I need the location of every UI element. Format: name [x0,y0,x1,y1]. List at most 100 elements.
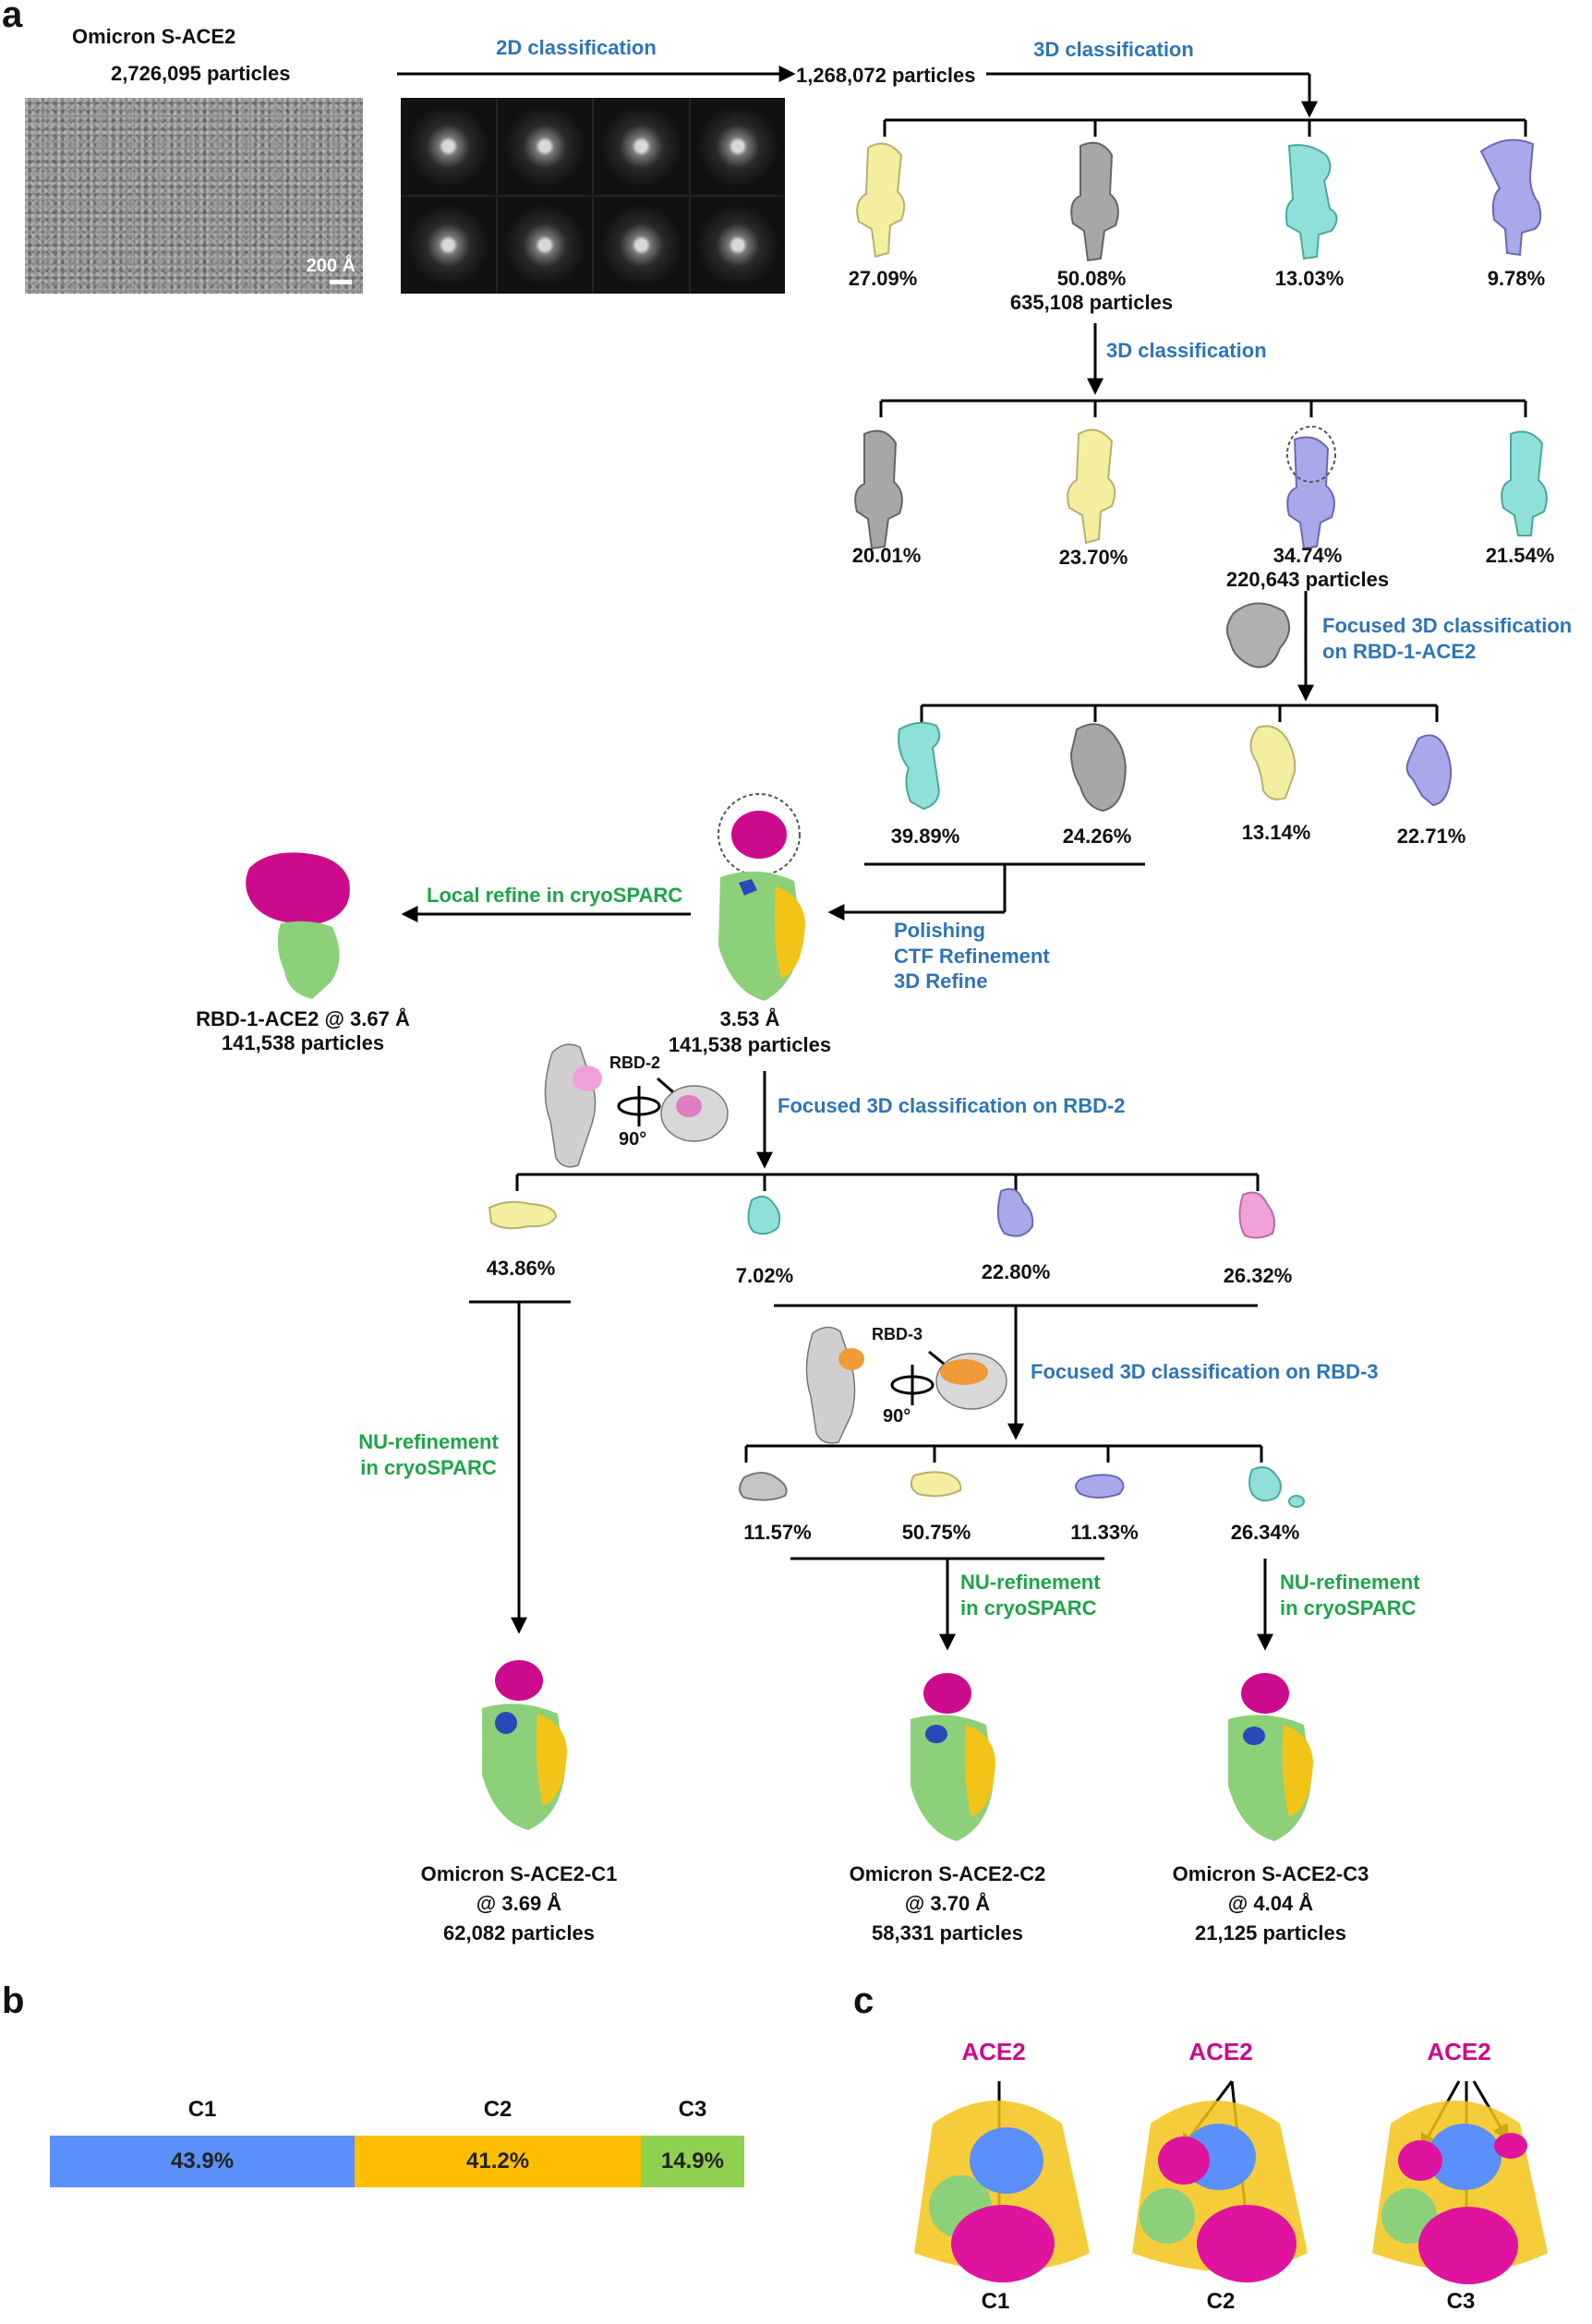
rbd2-label: RBD-2 [609,1054,661,1072]
map-level2-cyan [1501,430,1548,536]
level1-pct: 9.78% [1487,267,1546,290]
map-level4-pink [1238,1191,1275,1239]
level1-pct: 13.03% [1274,267,1345,290]
class-average [594,197,689,294]
final-c3-particles: 21,125 particles [1195,1921,1346,1945]
level4-pct: 26.32% [1223,1264,1293,1287]
step-focused-rbd1: Focused 3D classification on RBD-1-ACE2 [1322,614,1573,663]
particles-after-2d: 1,268,072 particles [796,64,976,87]
rbd1-ace2-label: RBD-1-ACE2 @ 3.67 Å [196,1007,410,1030]
map-level5-gray [739,1472,788,1501]
level3-pct: 13.14% [1241,821,1311,844]
refined-particles: 141,538 particles [668,1033,832,1056]
map-level4-yellow [488,1200,558,1230]
level5-pct: 50.75% [901,1521,971,1544]
class-average [690,98,785,195]
map-level1-cyan [1284,144,1338,260]
map-refined-spike [718,793,805,1001]
map-level5-lavender [1075,1474,1125,1499]
map-level1-lavender [1479,138,1542,257]
map-level3-cyan [898,721,941,811]
level2-pct: 20.01% [851,544,922,567]
class-average [497,197,592,294]
map-final-c2 [911,1673,995,1841]
step-3d-classification-1: 3D classification [1033,38,1194,61]
map-level2-lavender [1286,426,1336,550]
step-polishing: Polishing CTF Refinement 3D Refine [894,919,1050,993]
rbd3-label: RBD-3 [872,1325,923,1343]
step-focused-rbd2: Focused 3D classification on RBD-2 [778,1094,1126,1117]
ace2-label-c1: ACE2 [961,2038,1026,2065]
stacked-bar-chart: 43.9%41.2%14.9% [50,2136,744,2187]
map-level2-gray [854,429,903,550]
rotation-label-rbd3: 90° [883,1406,911,1427]
bar-segment-c3: 14.9% [640,2136,744,2187]
map-level3-yellow [1249,725,1297,801]
map-level1-gray [1070,141,1119,262]
level2-pct: 21.54% [1485,544,1555,567]
map-level4-cyan [747,1195,781,1235]
level5-pct: 11.33% [1070,1521,1139,1544]
level3-pct: 24.26% [1062,825,1132,848]
model-c3 [1372,2101,1548,2284]
bar-segment-c1: 43.9% [50,2136,356,2187]
rbd1-ace2-particles: 141,538 particles [221,1031,385,1054]
map-level4-lavender [996,1187,1034,1237]
step-nu-refine-c3: NU-refinement in cryoSPARC [1280,1571,1420,1620]
rotation-label-rbd2: 90° [619,1129,647,1150]
level1-pct: 50.08% [1056,267,1127,290]
class-average [497,98,592,195]
step-nu-refine-c1: NU-refinement in cryoSPARC [358,1430,499,1479]
map-level5-yellow [910,1471,962,1498]
map-rbd1-ace2-mask [1225,602,1290,668]
map-level3-lavender [1405,734,1453,807]
class-average [690,197,785,294]
class-average [401,98,496,195]
bar-category-label: C2 [483,2097,513,2122]
final-c1-res: @ 3.69 Å [476,1892,562,1915]
map-final-c1 [482,1660,567,1830]
panel-c-label: c [853,1981,874,2021]
ace2-label-c2: ACE2 [1188,2038,1253,2065]
bar-category-label: C1 [187,2097,217,2122]
level5-pct: 11.57% [743,1521,812,1544]
ace2-label-c3: ACE2 [1427,2038,1491,2065]
map-rbd3-side [805,1326,864,1444]
panel-a-label: a [2,0,23,35]
map-level2-yellow [1067,428,1116,545]
level4-pct: 43.86% [486,1257,556,1280]
bar-category-label: C3 [678,2097,707,2122]
level1-particles: 635,108 particles [1009,291,1174,314]
class-average [594,98,689,195]
final-c3-name: Omicron S-ACE2-C3 [1172,1862,1369,1885]
sample-particles: 2,726,095 particles [111,62,291,85]
final-c2-res: @ 3.70 Å [904,1892,991,1915]
level2-pct: 34.74% [1272,544,1343,567]
final-c2-particles: 58,331 particles [872,1921,1023,1945]
bar-segment-c2: 41.2% [355,2136,641,2187]
map-rbd1-ace2-local [246,852,350,999]
map-level3-gray [1069,723,1127,813]
step-focused-rbd3: Focused 3D classification on RBD-3 [1031,1360,1379,1383]
level1-pct: 27.09% [848,267,918,290]
final-c1-particles: 62,082 particles [443,1921,595,1945]
refined-resolution: 3.53 Å [719,1007,780,1030]
level3-pct: 22.71% [1396,825,1466,848]
final-c1-name: Omicron S-ACE2-C1 [420,1862,618,1885]
step-local-refine: Local refine in cryoSPARC [427,884,683,907]
class-averages-2d [401,98,785,294]
map-rbd2-top [660,1085,729,1142]
final-c3-res: @ 4.04 Å [1227,1892,1314,1915]
map-level5-cyan [1248,1466,1305,1508]
level2-pct: 23.70% [1058,546,1128,569]
step-2d-classification: 2D classification [496,36,657,59]
final-c2-name: Omicron S-ACE2-C2 [849,1862,1046,1885]
panel-b-label: b [2,1981,25,2021]
level5-pct: 26.34% [1230,1521,1300,1544]
map-rbd3-top [935,1353,1007,1410]
map-rbd2-side [544,1043,602,1168]
level4-pct: 7.02% [735,1264,794,1287]
model-c3-label: C3 [1446,2289,1476,2314]
sample-title: Omicron S-ACE2 [72,25,236,48]
